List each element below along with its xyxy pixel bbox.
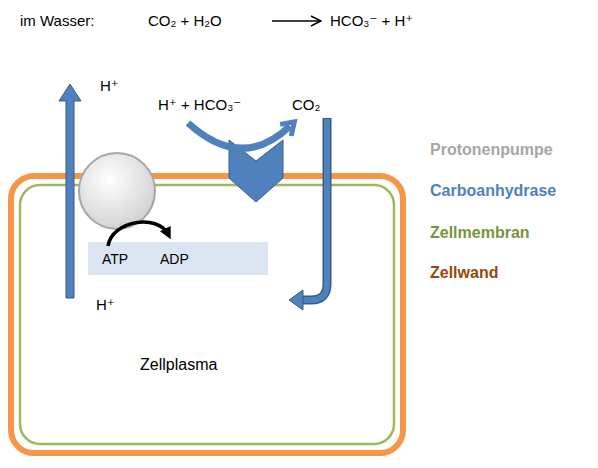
atp-arrow [108,222,168,246]
legend-entry: Zellmembran [430,225,530,241]
co2-arrow [302,119,327,300]
enzyme-symbol [229,140,283,202]
cell-wall: Zellplasma ATP ADP [8,173,406,456]
node-label: Zellplasma [140,357,217,373]
equation-term: HCO₃⁻ + H⁺ [330,13,413,28]
proton-arrow [59,84,81,298]
ion-label: CO₂ [292,97,320,112]
energy-band: ATP ADP [88,242,268,275]
legend-entry: Carboanhydrase [430,183,556,199]
co2-arrow-head [289,290,303,310]
proton-pump [79,153,155,229]
node-label: ADP [160,252,189,266]
cell-membrane [20,185,394,444]
ion-label: H⁺ [100,78,119,93]
equation-term: CO₂ + H₂O [148,13,222,28]
reaction-arrow-curved [188,123,290,148]
legend-entry: Zellwand [430,265,498,281]
reaction-arrow [272,20,320,22]
equation-term: im Wasser: [20,13,94,28]
ion-label: H⁺ [96,297,115,312]
co2-arrow-outline [302,118,327,300]
ion-label: H⁺ + HCO₃⁻ [158,97,241,112]
legend-entry: Protonenpumpe [430,142,553,158]
node-label: ATP [102,252,128,266]
